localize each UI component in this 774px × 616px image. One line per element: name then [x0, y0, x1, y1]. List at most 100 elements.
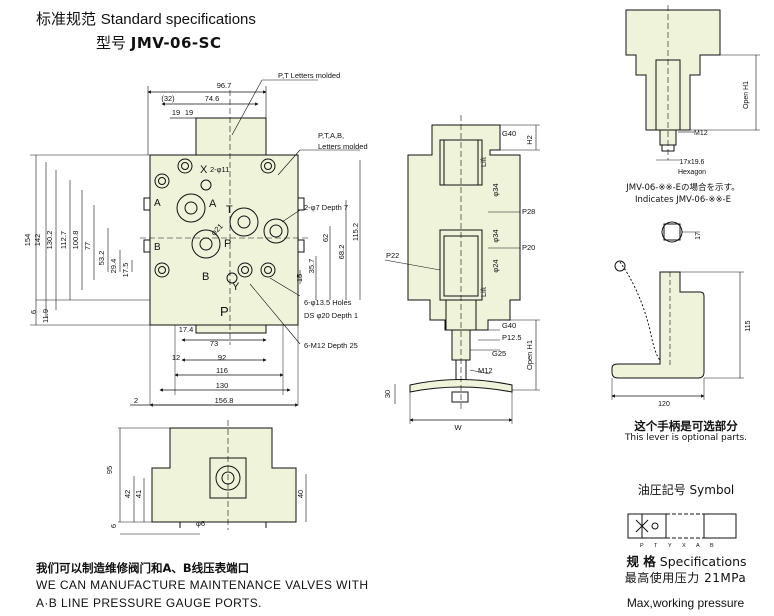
- dim-40: 40: [296, 490, 305, 498]
- dim-w: W: [454, 423, 462, 432]
- label-phi24: φ24: [491, 259, 500, 272]
- label-g25: G25: [492, 349, 506, 358]
- port-p-molded: P: [220, 304, 229, 319]
- dim-112-7: 112.7: [59, 231, 68, 249]
- dim-116: 116: [216, 366, 228, 375]
- dim-154: 154: [23, 234, 32, 247]
- label-lift-top: Lift: [479, 156, 488, 167]
- dim-15: 15: [295, 274, 304, 282]
- port-y: Y: [232, 281, 240, 293]
- model-label: 型号: [96, 34, 127, 52]
- symbol-title: 油圧記号 Symbol: [637, 483, 735, 497]
- dim-100-8: 100.8: [71, 231, 80, 250]
- dim-95: 95: [105, 466, 114, 474]
- bottom-note-en-line2: A·B LINE PRESSURE GAUGE PORTS.: [36, 596, 262, 610]
- sym-port-y: Y: [668, 543, 672, 549]
- callout-ptab: P,T,A,B,: [318, 131, 344, 140]
- detail-view-labels: M12 17x19.6 Hexagon Open H1: [678, 81, 750, 176]
- label-2-phi11: 2-φ11: [210, 165, 229, 174]
- dim-92: 92: [218, 353, 226, 362]
- dim-19b: 19: [185, 108, 193, 117]
- lever-drawing: [611, 221, 744, 400]
- dim-41: 41: [134, 490, 143, 498]
- label-g40-top: G40: [502, 129, 516, 138]
- front-view: [118, 420, 307, 535]
- dim-53-2: 53.2: [97, 251, 106, 266]
- dim-74-6: 74.6: [205, 94, 220, 103]
- spec-pressure-line: 最高使用压力 21MPa: [597, 572, 774, 584]
- spec-pressure-label-cn: 最高使用压力: [624, 571, 700, 585]
- page-title: 标准规范 Standard specifications: [36, 10, 256, 28]
- title-en: Standard specifications: [100, 11, 256, 28]
- dim-73: 73: [210, 339, 218, 348]
- label-open-h1-detail: Open H1: [743, 81, 750, 109]
- label-g40-bottom: G40: [502, 321, 516, 330]
- label-h2: H2: [525, 135, 534, 145]
- callout-letters-molded: Letters molded: [318, 142, 368, 151]
- port-p: P: [224, 238, 231, 250]
- label-hexagon: Hexagon: [678, 169, 706, 176]
- dim-2: 2: [134, 396, 138, 405]
- dim-115: 115: [745, 320, 752, 331]
- dim-12: 12: [172, 353, 180, 362]
- dim-77: 77: [83, 242, 92, 250]
- callout-pt-letters: P,T Letters molded: [278, 71, 340, 80]
- label-17x19-6: 17x19.6: [680, 159, 705, 166]
- lever-note-en: This lever is optional parts.: [624, 433, 748, 443]
- label-p28: P28: [522, 207, 535, 216]
- spec-title-cn: 规 格: [626, 554, 656, 569]
- top-view: [30, 79, 361, 407]
- port-x: X: [200, 164, 208, 176]
- callout-6-phi13: 6-φ13.5 Holes: [304, 298, 352, 307]
- label-open-h1: Open H1: [525, 340, 534, 370]
- label-lift-bottom: Lift: [479, 286, 488, 297]
- symbol-ports: P T Y X A B: [640, 543, 714, 549]
- detail-note-cn: JMV-06-※※-Eの場合を示す。: [626, 183, 740, 193]
- bottom-note-en-line1: WE CAN MANUFACTURE MAINTENANCE VALVES WI…: [36, 578, 369, 592]
- detail-view: [625, 5, 760, 161]
- spec-title: 规 格 Specifications: [599, 554, 774, 569]
- label-phi34-mid: φ34: [491, 229, 500, 242]
- lever-note-cn: 这个手柄是可选部分: [634, 419, 738, 433]
- dim-29-4: 29.4: [109, 259, 118, 274]
- label-phi34-top: φ34: [491, 183, 500, 196]
- dim-62: 62: [321, 234, 330, 242]
- dim-42: 42: [123, 490, 132, 498]
- dim-35-7: 35.7: [307, 259, 316, 274]
- dim-17: 17: [695, 232, 702, 240]
- side-view-labels: G40 H2 Lift φ34 P28 φ34 P20 φ24 P22 Lift…: [383, 129, 535, 432]
- dim-6-front: 6: [109, 524, 118, 528]
- title-cn: 标准规范: [36, 10, 97, 28]
- port-a-side: A: [154, 198, 161, 209]
- label-m12-detail: M12: [694, 130, 708, 137]
- dim-156-8: 156.8: [215, 396, 234, 405]
- label-p20: P20: [522, 243, 535, 252]
- hydraulic-symbol: [627, 513, 737, 539]
- dim-11-9: 11.9: [41, 309, 50, 323]
- sym-port-t: T: [654, 543, 658, 549]
- spec-title-en: Specifications: [659, 554, 747, 569]
- dim-19a: 19: [172, 108, 180, 117]
- dim-17-4: 17.4: [179, 325, 194, 334]
- port-a: A: [209, 198, 217, 210]
- sym-port-b: B: [710, 543, 714, 549]
- spec-pressure-label-en: Max,working pressure: [626, 596, 745, 610]
- top-view-labels: 96.7 (32) 74.6 19 19 154 142 130.2 112.7…: [23, 71, 368, 405]
- dim-142: 142: [33, 234, 42, 247]
- dim-68-2: 68.2: [337, 245, 346, 260]
- side-view: [384, 115, 540, 424]
- dim-6: 6: [29, 310, 38, 314]
- dim-115-2: 115.2: [351, 223, 360, 241]
- dim-phi6: φ6: [196, 519, 205, 528]
- sym-port-x: X: [682, 543, 686, 549]
- port-t: T: [226, 204, 233, 216]
- spec-pressure-value: 21MPa: [704, 571, 747, 585]
- dim-130-2: 130.2: [45, 231, 54, 250]
- dim-30: 30: [383, 390, 392, 398]
- label-p12-5: P12.5: [502, 333, 522, 342]
- detail-note-en: Indicates JMV-06-※※-E: [634, 195, 731, 205]
- dim-32: (32): [161, 94, 175, 103]
- sym-port-p: P: [640, 543, 644, 549]
- dim-120: 120: [658, 401, 670, 408]
